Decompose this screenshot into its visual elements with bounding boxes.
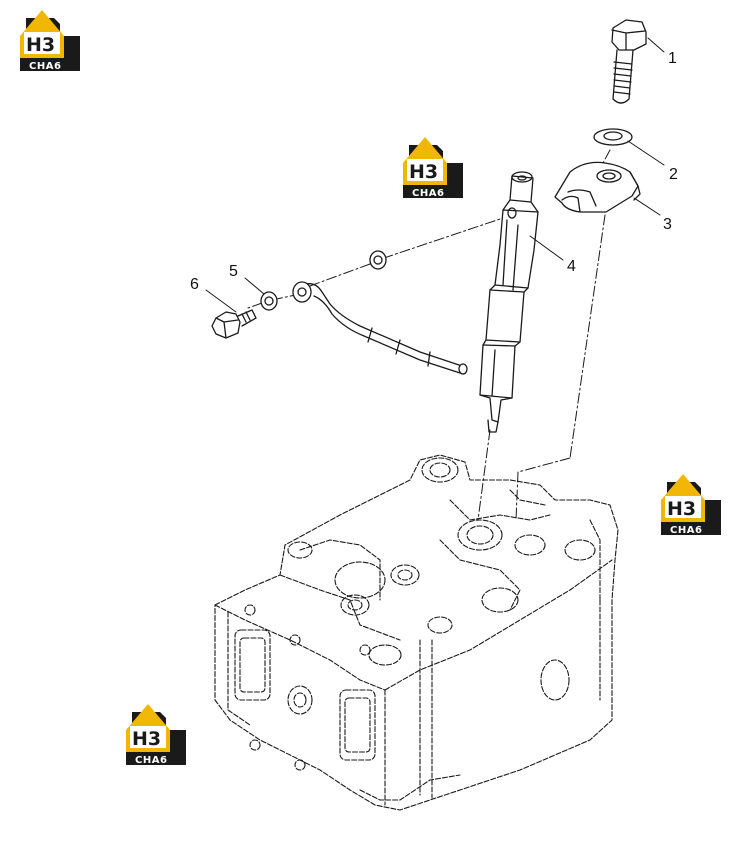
clamp-part (554, 161, 641, 213)
watermark-letters: H3 (26, 34, 55, 56)
leader-4 (529, 235, 564, 261)
watermark-logo-right: H3 CHA6 (660, 473, 722, 536)
watermark-subtitle: CHA6 (29, 61, 61, 72)
watermark-subtitle: CHA6 (135, 755, 167, 766)
small-washer-part (369, 250, 387, 270)
watermark-subtitle: CHA6 (412, 188, 444, 199)
callout-5: 5 (229, 263, 238, 280)
watermark-logo-top-left: H3 CHA6 (19, 9, 81, 72)
watermark-subtitle: CHA6 (670, 525, 702, 536)
leader-3 (633, 197, 661, 216)
part-5-washer (260, 291, 278, 311)
callout-1: 1 (668, 50, 677, 67)
assembly-centerlines (247, 149, 611, 521)
leader-6 (205, 289, 237, 313)
injector-part (479, 171, 539, 433)
leader-5 (244, 277, 265, 295)
watermark-logo-bottom-left: H3 CHA6 (125, 703, 187, 766)
watermark-letters: H3 (409, 161, 438, 183)
watermark-logo-center: H3 CHA6 (402, 136, 464, 199)
banjo-bolt-part (211, 309, 257, 339)
leader-1 (647, 37, 665, 53)
leader-lines (205, 37, 665, 313)
callout-4: 4 (567, 258, 576, 275)
callout-3: 3 (663, 216, 672, 233)
callout-labels: 1 2 3 4 5 6 (190, 50, 678, 293)
leader-2 (627, 140, 665, 166)
callout-2: 2 (669, 166, 678, 183)
callout-6: 6 (190, 276, 199, 293)
watermark-letters: H3 (667, 498, 696, 520)
leakoff-line-part (292, 281, 468, 375)
cylinder-head-part (214, 454, 619, 811)
bolt-part (611, 19, 647, 104)
washer-part (593, 128, 633, 146)
watermark-letters: H3 (132, 728, 161, 750)
